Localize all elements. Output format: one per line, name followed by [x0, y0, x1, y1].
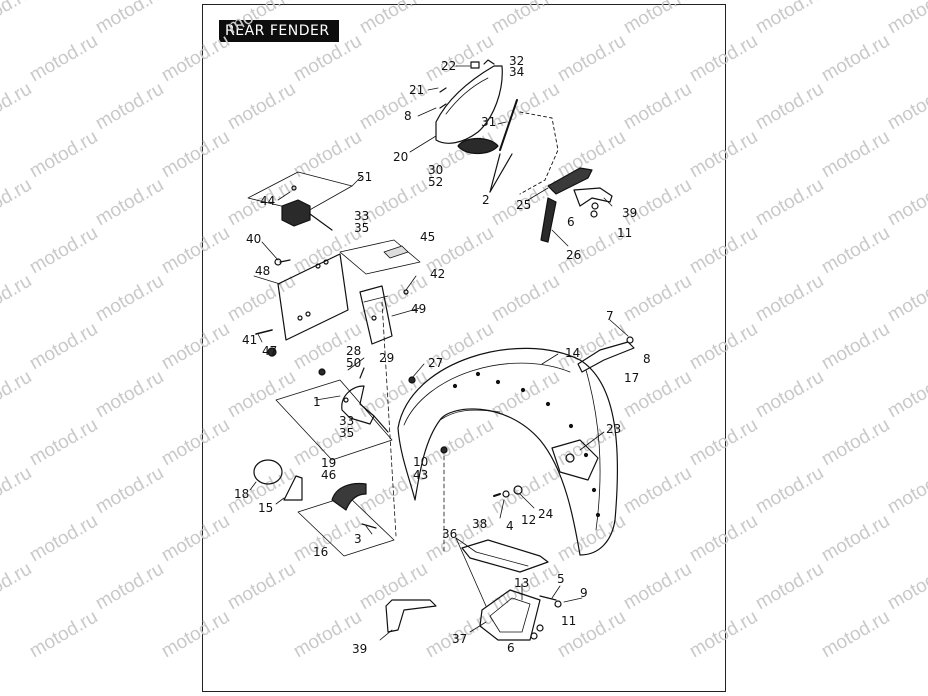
callout-label: 12 [521, 513, 537, 527]
callout-label: 8 [404, 109, 412, 123]
callout-label: 14 [565, 346, 581, 360]
rail [547, 167, 593, 195]
strut-bracket-bottom [385, 599, 437, 633]
callout-label: 50 [346, 356, 362, 370]
callout-label: 39 [622, 206, 638, 220]
callout-label: 35 [354, 221, 370, 235]
support-plate [551, 439, 599, 481]
callout-label: 47 [262, 344, 278, 358]
callout-label: 39 [352, 642, 368, 656]
callout-label: 1 [313, 395, 321, 409]
callout-label: 28 [346, 344, 362, 358]
callout-label: 33 [354, 209, 370, 223]
callout-label: 11 [617, 226, 633, 240]
callout-label: 46 [321, 468, 337, 482]
callout-label: 15 [258, 501, 274, 515]
callout-label: 6 [567, 215, 575, 229]
callout-label: 4 [506, 519, 514, 533]
callout-label: 20 [393, 150, 409, 164]
callout-label: 33 [339, 414, 355, 428]
mount-group [297, 495, 395, 557]
diagram-frame [202, 4, 726, 692]
callout-label: 23 [606, 422, 622, 436]
callout-label: 18 [234, 487, 250, 501]
rod [499, 99, 518, 151]
side-strut [577, 341, 635, 373]
saddlebag-support-upper [461, 539, 549, 573]
callout-label: 45 [420, 230, 436, 244]
callout-label: 42 [430, 267, 446, 281]
callout-label: 9 [580, 586, 588, 600]
callout-label: 5 [557, 572, 565, 586]
callout-label: 30 [428, 163, 444, 177]
callout-label: 16 [313, 545, 329, 559]
tail-lamp [457, 137, 513, 193]
lens [253, 459, 283, 485]
callout-label: 2 [482, 193, 490, 207]
callout-label: 29 [379, 351, 395, 365]
callout-label: 44 [260, 194, 276, 208]
callout-label: 52 [428, 175, 444, 189]
callout-label: 17 [624, 371, 640, 385]
callout-label: 41 [242, 333, 258, 347]
callout-label: 34 [509, 65, 525, 79]
callout-label: 8 [643, 352, 651, 366]
lower-rail [540, 197, 557, 243]
callout-label: 32 [509, 54, 525, 68]
callout-label: 26 [566, 248, 582, 262]
bracket-group [275, 379, 393, 461]
callout-label: 25 [516, 198, 532, 212]
callout-label: 7 [606, 309, 614, 323]
callout-label: 3 [354, 532, 362, 546]
license-bracket [359, 285, 409, 345]
reflector-group [339, 239, 421, 275]
callout-label: 31 [481, 115, 497, 129]
page-title: REAR FENDER [219, 20, 339, 42]
tail-light-bracket [435, 59, 503, 144]
fender-outline [519, 111, 559, 195]
saddlebag-support-lower [479, 589, 541, 641]
strut-bracket-top [573, 187, 613, 207]
callout-label: 38 [472, 517, 488, 531]
callout-label: 40 [246, 232, 262, 246]
callout-label: 48 [255, 264, 271, 278]
callout-label: 10 [413, 455, 429, 469]
callout-label: 11 [561, 614, 577, 628]
callout-label: 35 [339, 426, 355, 440]
callout-label: 19 [321, 456, 337, 470]
callout-label: 6 [507, 641, 515, 655]
leader-lines [249, 65, 629, 641]
callout-label: 22 [441, 59, 457, 73]
rear-fender [397, 347, 619, 556]
callout-label: 51 [357, 170, 373, 184]
shim [283, 475, 303, 501]
callout-label: 24 [538, 507, 554, 521]
callout-label: 43 [413, 468, 429, 482]
callout-label: 21 [409, 83, 425, 97]
callout-label: 49 [411, 302, 427, 316]
license-plate [277, 253, 349, 341]
callout-label: 13 [514, 576, 530, 590]
callout-label: 37 [452, 632, 468, 646]
callout-label: 36 [442, 527, 458, 541]
callout-label: 27 [428, 356, 444, 370]
